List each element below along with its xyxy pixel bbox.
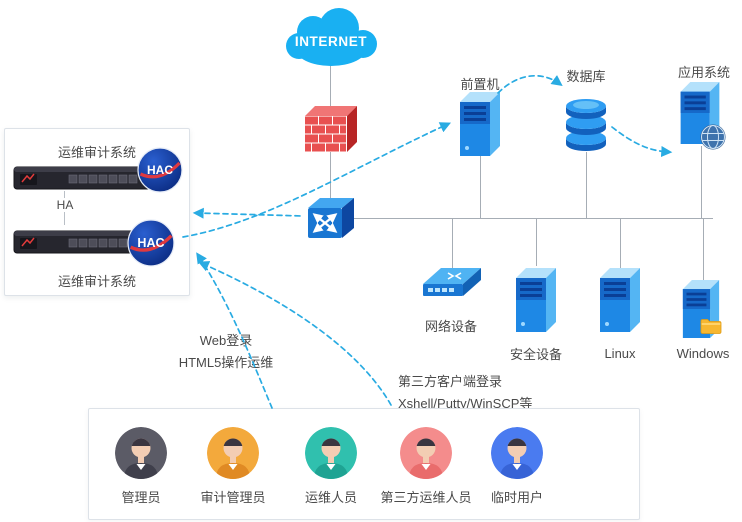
user-item: 临时用户 xyxy=(467,427,567,506)
app-system-label: 应用系统 xyxy=(677,65,730,80)
linux-label: Linux xyxy=(604,346,636,361)
web-login-line2: HTML5操作运维 xyxy=(178,355,274,370)
hac-badge-bottom: HAC xyxy=(127,219,175,272)
globe-icon xyxy=(700,124,726,155)
database-icon xyxy=(564,96,608,159)
third-party-login-note: 第三方客户端登录 Xshell/Putty/WinSCP等 xyxy=(398,371,588,415)
web-login-note: Web登录 HTML5操作运维 xyxy=(150,330,302,374)
hac-badge-top: HAC xyxy=(137,147,183,198)
user-avatar-icon xyxy=(491,427,543,479)
user-label: 管理员 xyxy=(121,490,161,505)
third-party-line1: 第三方客户端登录 xyxy=(398,374,503,389)
security-device-label: 安全设备 xyxy=(509,347,562,362)
user-avatar-icon xyxy=(207,427,259,479)
user-label: 第三方运维人员 xyxy=(380,490,472,505)
user-item: 管理员 xyxy=(91,427,191,506)
ha-label: HA xyxy=(46,198,84,212)
web-login-line1: Web登录 xyxy=(199,333,253,348)
user-label: 审计管理员 xyxy=(200,490,266,505)
windows-label: Windows xyxy=(676,346,730,361)
user-avatar-icon xyxy=(305,427,357,479)
hac-badge-text: HAC xyxy=(137,236,164,250)
internet-cloud-icon: INTERNET xyxy=(283,6,379,68)
user-label: 临时用户 xyxy=(490,490,543,505)
frontend-label: 前置机 xyxy=(460,77,500,92)
user-item: 运维人员 xyxy=(281,427,381,506)
audit-appliance-icon-bottom xyxy=(13,225,151,262)
audit-appliance-icon-top xyxy=(13,161,151,198)
user-label: 运维人员 xyxy=(304,490,357,505)
user-item: 第三方运维人员 xyxy=(376,427,476,506)
user-item: 审计管理员 xyxy=(183,427,283,506)
server-icon-linux xyxy=(600,268,640,337)
third-party-line2: Xshell/Putty/WinSCP等 xyxy=(398,396,533,411)
internet-label: INTERNET xyxy=(294,33,368,49)
folder-icon xyxy=(700,318,722,339)
network-device-icon xyxy=(423,266,481,307)
database-label: 数据库 xyxy=(566,69,606,84)
user-avatar-icon xyxy=(400,427,452,479)
network-device-label: 网络设备 xyxy=(424,319,477,334)
users-panel: 管理员 审计管理员 运维人员 xyxy=(88,408,640,520)
audit-system-label-bottom: 运维审计系统 xyxy=(57,274,136,289)
user-avatar-icon xyxy=(115,427,167,479)
firewall-icon xyxy=(303,106,357,159)
hac-badge-text: HAC xyxy=(147,163,173,177)
audit-system-label-top: 运维审计系统 xyxy=(57,145,136,160)
server-icon-frontend xyxy=(460,92,500,161)
audit-system-panel: 运维审计系统 HAC xyxy=(4,128,190,296)
server-icon-security-device xyxy=(516,268,556,337)
switch-icon xyxy=(306,196,354,245)
